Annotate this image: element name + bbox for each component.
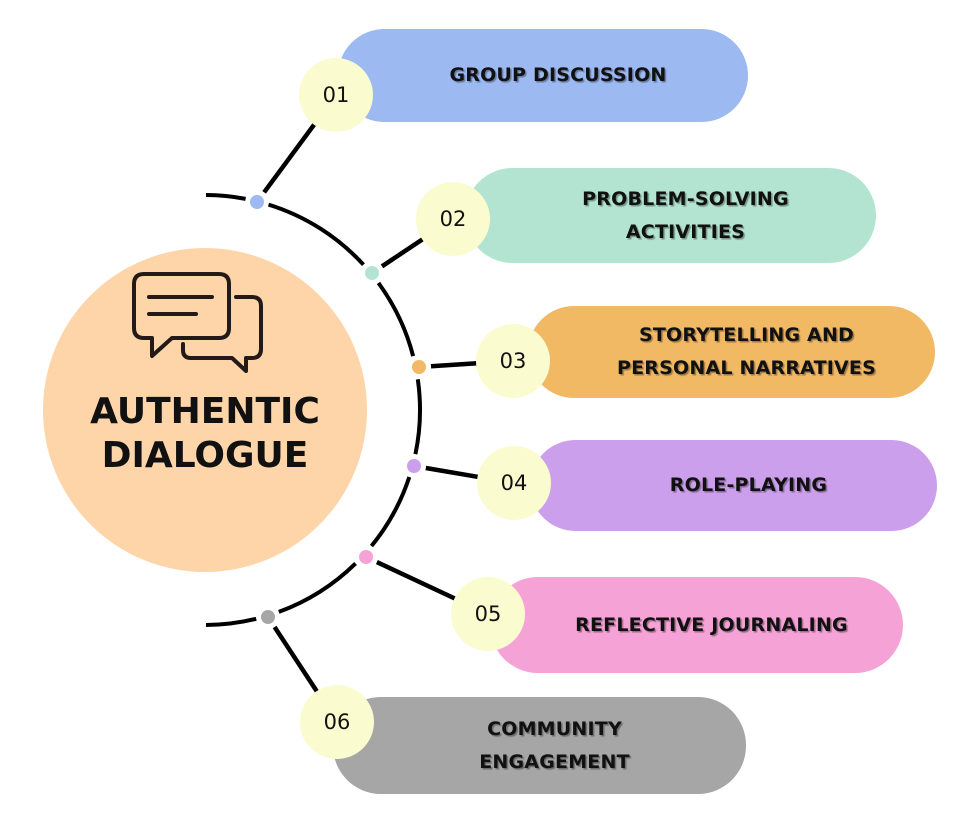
arc-segment [206,616,257,627]
item-number-badge-06: 06 [300,685,374,759]
item-number-badge-02: 02 [416,182,490,256]
connector-line-03 [430,360,480,369]
item-label: STORYTELLING AND PERSONAL NARRATIVES [617,324,876,379]
item-number-badge-04: 04 [477,446,551,520]
arc-segment [413,379,422,455]
item-number-badge-03: 03 [476,324,550,398]
arc-segment [267,202,365,267]
arc-dot-03 [412,360,426,374]
item-number-badge-01: 01 [299,58,373,132]
arc-dots [250,195,426,624]
arc-segment [278,562,357,614]
arc-dot-06 [261,610,275,624]
item-label: REFLECTIVE JOURNALING [575,613,848,636]
arc-segment [376,281,416,357]
item-pill-02: PROBLEM-SOLVING ACTIVITIES [465,168,876,263]
item-pill-03: STORYTELLING AND PERSONAL NARRATIVES [528,306,935,398]
item-label: ROLE-PLAYING [669,474,828,496]
arc-dot-05 [359,550,373,564]
arc-dot-02 [365,266,379,280]
arc-segment [369,476,412,548]
hub-circle [43,248,367,572]
item-label: COMMUNITY ENGAGEMENT [479,717,630,773]
connector-line-06 [272,625,321,695]
connector-line-05 [375,560,459,602]
item-label: GROUP DISCUSSION [449,64,667,86]
arc [205,193,422,627]
item-number-badge-05: 05 [451,577,525,651]
arc-segment [205,193,246,201]
item-pill-05: REFLECTIVE JOURNALING [490,577,903,673]
chat-bubbles-icon [132,272,263,373]
connector-lines [262,121,481,695]
item-pill-01: GROUP DISCUSSION [338,29,748,122]
item-label: PROBLEM-SOLVING ACTIVITIES [582,187,789,243]
connector-line-02 [380,235,426,269]
item-pill-04: ROLE-PLAYING [530,440,937,531]
hub-title: AUTHENTIC DIALOGUE [90,391,320,476]
item-pill-06: COMMUNITY ENGAGEMENT [333,697,746,794]
connector-line-01 [262,121,318,194]
arc-dot-01 [250,195,264,209]
arc-dot-04 [407,459,421,473]
connector-line-04 [425,465,481,480]
